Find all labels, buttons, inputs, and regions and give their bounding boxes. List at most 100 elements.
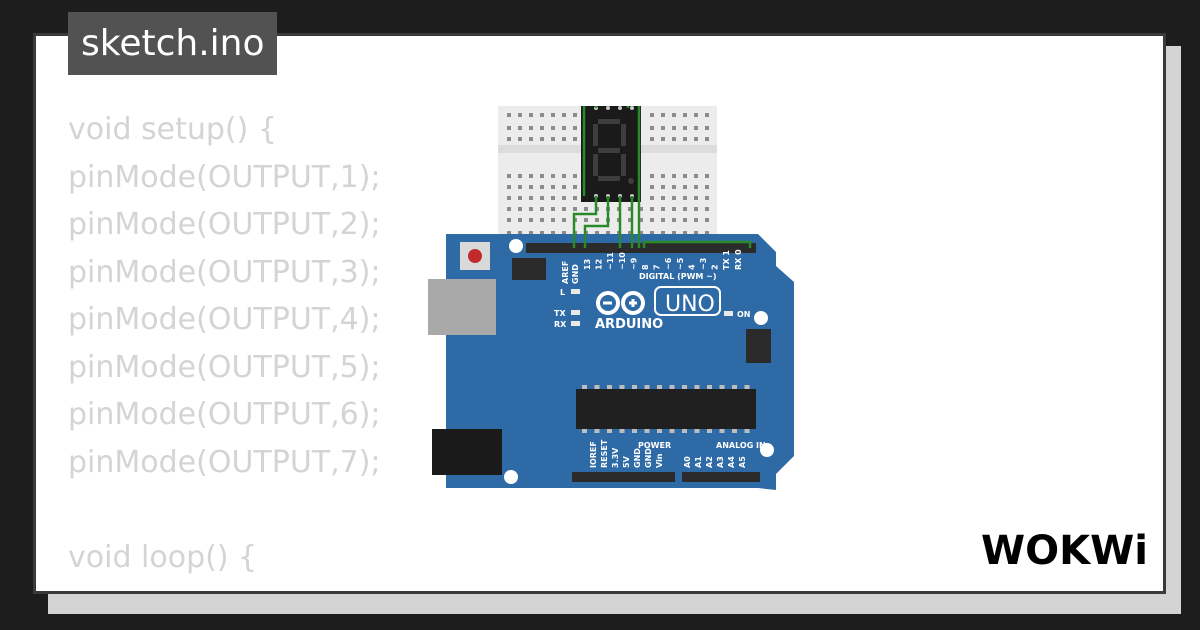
breadboard-hole (661, 231, 665, 235)
breadboard-hole (529, 196, 533, 200)
usb-connector (428, 279, 496, 335)
chip-pin (632, 385, 637, 389)
filename-tab[interactable]: sketch.ino (68, 12, 278, 75)
breadboard-hole (661, 174, 665, 178)
breadboard-hole (507, 231, 511, 235)
breadboard-hole (529, 185, 533, 189)
breadboard-hole (562, 231, 566, 235)
breadboard-hole (529, 113, 533, 117)
breadboard-hole (562, 126, 566, 130)
mount-hole (504, 470, 518, 484)
chip-pin (657, 385, 662, 389)
chip-pin (732, 429, 737, 433)
pin-label: A5 (738, 456, 747, 468)
breadboard-hole (661, 137, 665, 141)
breadboard-hole (683, 218, 687, 222)
chip-pin (582, 385, 587, 389)
breadboard-hole (595, 231, 599, 235)
breadboard-hole (705, 174, 709, 178)
chip-pin (744, 385, 750, 389)
tx-led (571, 310, 580, 315)
breadboard-hole (518, 126, 522, 130)
breadboard-hole (540, 174, 544, 178)
chip-pin (669, 385, 675, 389)
breadboard-hole (562, 185, 566, 189)
breadboard-hole (507, 196, 511, 200)
breadboard-hole (672, 113, 676, 117)
reset-button-cap[interactable] (468, 249, 482, 263)
code-line: pinMode(OUTPUT,1); (68, 159, 381, 195)
digital-header (526, 243, 756, 253)
breadboard-hole (672, 174, 676, 178)
breadboard-hole (705, 126, 709, 130)
breadboard-hole (540, 231, 544, 235)
breadboard-hole (672, 196, 676, 200)
breadboard-hole (694, 126, 698, 130)
breadboard-hole (562, 196, 566, 200)
code-line: pinMode(OUTPUT,4); (68, 302, 381, 337)
breadboard-hole (628, 207, 632, 211)
pin-label: TX 1 (722, 250, 731, 270)
on-led (724, 311, 733, 316)
chip-pin (607, 385, 612, 389)
pin-label: A1 (694, 456, 703, 468)
breadboard-hole (672, 207, 676, 211)
breadboard-hole (573, 174, 577, 178)
chip-pin (619, 385, 625, 389)
breadboard-hole (639, 218, 643, 222)
pin-label: 12 (595, 259, 604, 270)
chip-pin (582, 429, 587, 433)
icsp-header (512, 258, 546, 280)
gnd-label: GND (571, 264, 580, 284)
breadboard-hole (639, 231, 643, 235)
breadboard-hole (694, 137, 698, 141)
breadboard-hole (507, 126, 511, 130)
arduino-brand: ARDUINO (595, 317, 663, 332)
analog-header (682, 472, 760, 482)
rx-led-label: RX (554, 320, 567, 329)
on-led-label: ON (737, 310, 751, 319)
power-label: POWER (638, 441, 671, 450)
chip-pin (619, 429, 625, 433)
breadboard-hole (562, 207, 566, 211)
power-jack (432, 429, 502, 475)
pin-label: ~9 (629, 257, 638, 270)
breadboard-hole (551, 207, 555, 211)
breadboard-hole (540, 113, 544, 117)
pin-label: A2 (705, 456, 714, 468)
pin-label: IOREF (589, 441, 598, 468)
breadboard-hole (518, 218, 522, 222)
pin-label: 3.3V (611, 447, 620, 468)
breadboard-hole (518, 196, 522, 200)
status-leds (571, 289, 733, 326)
breadboard-hole (518, 231, 522, 235)
breadboard-hole (562, 137, 566, 141)
pin-label: ~3 (699, 258, 708, 270)
breadboard-hole (661, 113, 665, 117)
breadboard-hole (562, 218, 566, 222)
mount-hole (760, 443, 774, 457)
chip-pin (594, 385, 600, 389)
breadboard-hole (672, 231, 676, 235)
breadboard-hole (551, 185, 555, 189)
breadboard-hole (672, 137, 676, 141)
chip-pin (669, 429, 675, 433)
chip-pin (707, 429, 712, 433)
power-header (572, 472, 675, 482)
pin-label: 5V (622, 455, 631, 468)
breadboard-hole (507, 218, 511, 222)
wires (572, 106, 752, 248)
breadboard-hole (540, 137, 544, 141)
breadboard-hole (540, 196, 544, 200)
breadboard-hole (584, 207, 588, 211)
breadboard-hole (661, 207, 665, 211)
mount-hole (754, 311, 768, 325)
breadboard-hole (705, 196, 709, 200)
breadboard-hole (661, 218, 665, 222)
breadboard-hole (650, 137, 654, 141)
breadboard-hole (540, 185, 544, 189)
breadboard-hole (705, 137, 709, 141)
